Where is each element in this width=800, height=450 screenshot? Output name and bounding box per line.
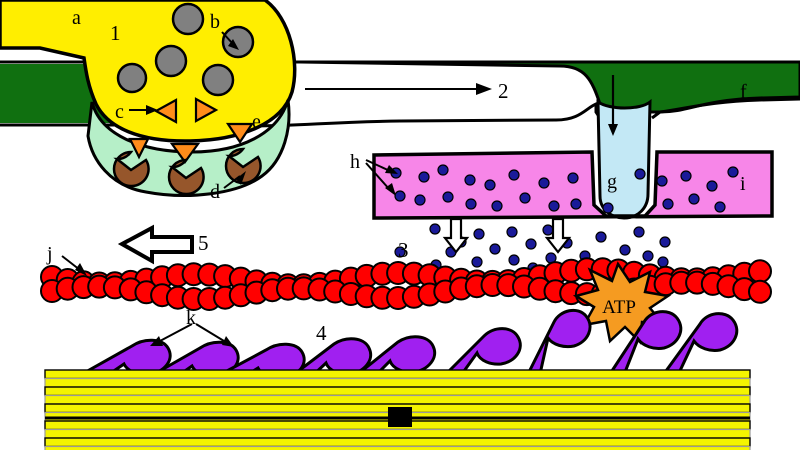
label-g: g [607,171,617,193]
label-a: a [72,7,81,29]
number-label-group: 1 2 3 4 5 [110,21,509,345]
leader-d [223,171,246,189]
label-i: i [740,173,746,195]
label-3: 3 [398,238,409,262]
calcium-ions-cytosol [394,223,671,274]
label-4: 4 [316,321,327,345]
label-k: k [186,307,196,329]
neurotransmitters [128,97,255,164]
atp-energy-burst: ATP [572,261,672,345]
label-j: j [46,243,53,265]
t-tubule [596,98,652,220]
sliding-direction-arrow [117,224,194,265]
label-m: m [392,407,408,429]
label-f: f [740,81,747,103]
letter-label-group: a b c d e f g h i j k [46,7,747,329]
impulse-arrow [305,83,492,95]
leader-b [221,31,239,50]
actin-bead [748,259,772,284]
sarcolemma-lower-contour [251,97,800,128]
acetylcholine-receptors [112,147,262,196]
actin-filament [40,257,772,311]
m-label-backing [388,407,412,427]
myosin-band [44,437,751,448]
leader-h [365,159,398,196]
myosin-band [44,386,751,397]
label-e: e [252,111,261,133]
myosin-band-gap [44,445,751,450]
calcium-release-arrows [442,217,572,254]
label-2: 2 [498,79,509,103]
leader-j [61,255,87,276]
calcium-ions-in-sr [390,164,739,214]
label-c: c [115,101,124,123]
myosin-band [44,369,751,380]
atp-label: ATP [602,297,636,318]
axon-terminal [0,0,297,143]
leader-k [150,323,234,347]
myosin-band-gap [44,377,751,388]
actin-bead [748,279,772,304]
myosin-band-gap [44,428,751,439]
label-d: d [210,181,220,203]
label-5: 5 [198,231,209,255]
myosin-band-gap [44,394,751,405]
synaptic-vesicles [116,2,255,97]
label-h: h [350,151,360,173]
leader-c [129,105,158,115]
label-1: 1 [110,21,121,45]
t-tubule-invagination-arrow [608,75,618,136]
label-b: b [210,11,220,33]
